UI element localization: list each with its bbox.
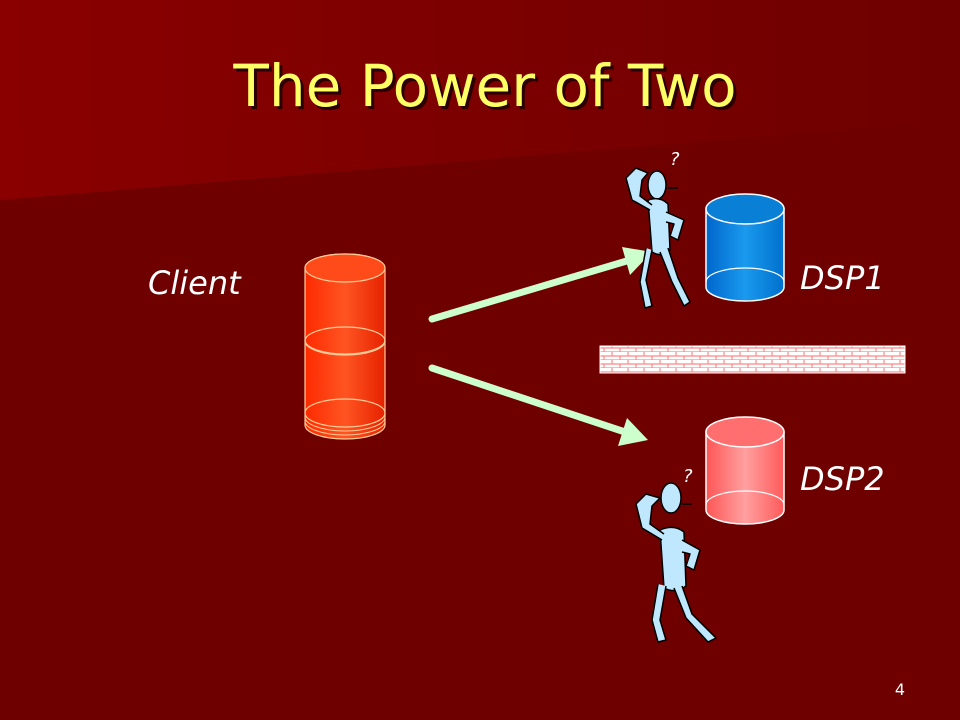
dsp1-label: DSP1 [800, 259, 885, 297]
slide-title: The Power of Two [233, 52, 737, 120]
dsp2-label: DSP2 [800, 460, 885, 498]
client-label: Client [148, 264, 241, 302]
slide-number: 4 [894, 680, 906, 699]
